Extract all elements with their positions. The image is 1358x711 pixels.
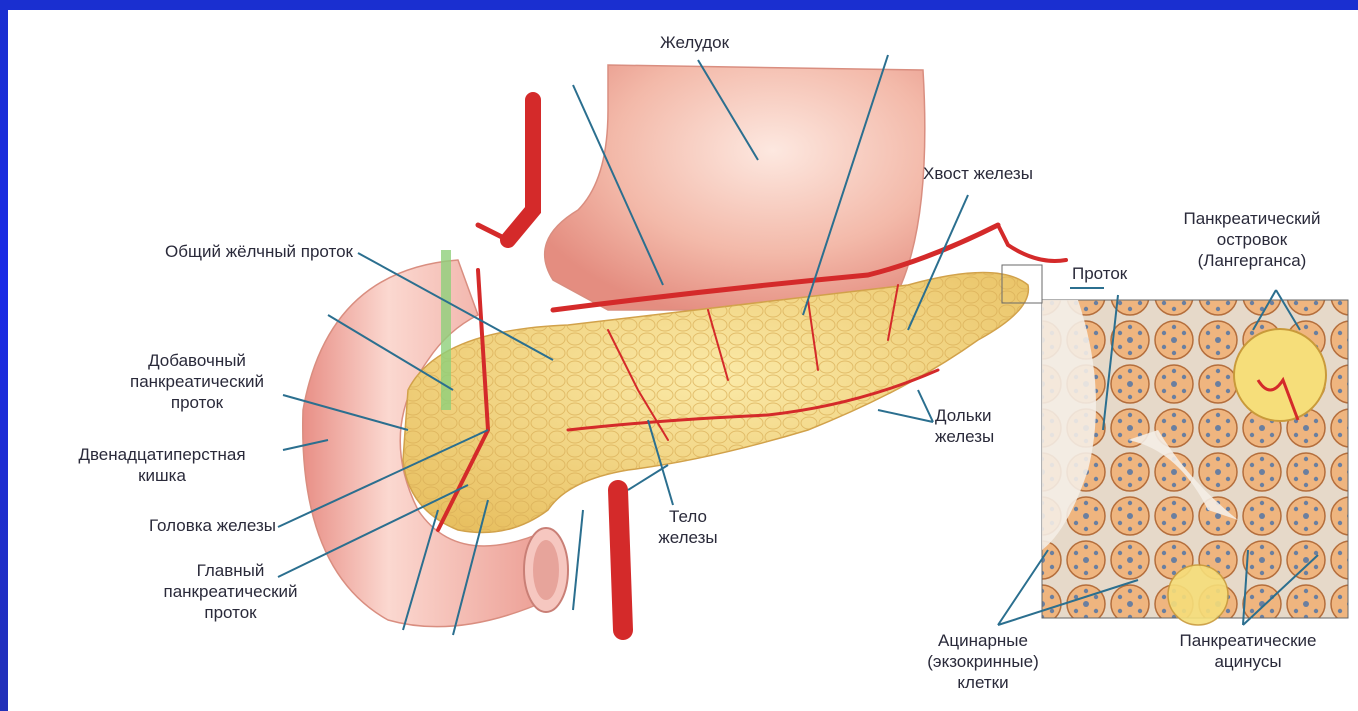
islet-micrograph [1042,300,1348,625]
label-tail: Хвост железы [923,163,1033,184]
label-head: Головка железы [98,515,276,536]
label-duct: Проток [1072,263,1127,284]
label-acinar-cells: Ацинарные(экзокринные)клетки [918,630,1048,693]
label-bile-duct: Общий жёлчный проток [83,241,353,262]
label-stomach: Желудок [660,32,729,53]
diagram-slide: Желудок Хвост железы Общий жёлчный прото… [8,10,1358,711]
